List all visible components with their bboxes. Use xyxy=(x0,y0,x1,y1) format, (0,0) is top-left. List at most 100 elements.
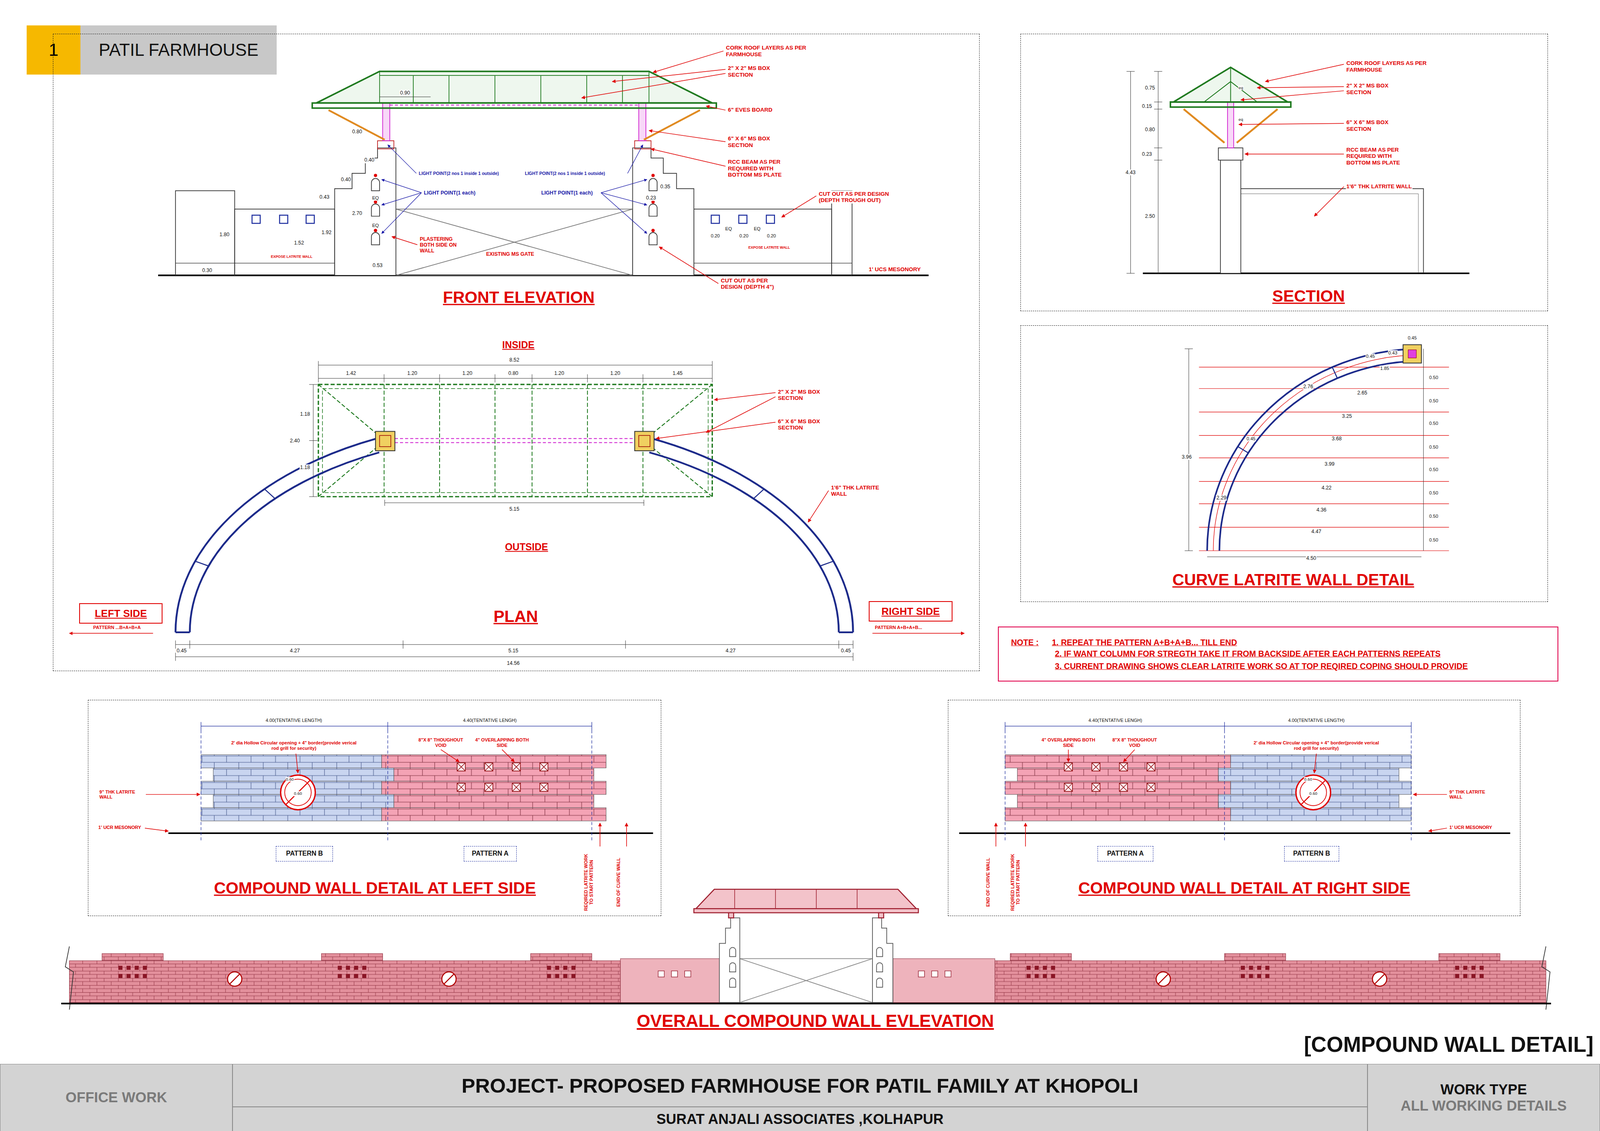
dimension-text: 14.56 xyxy=(506,660,521,667)
dimension-text: 1.85 xyxy=(1380,365,1390,372)
annotation-text: 2' dia Hollow Circular opening + 4" bord… xyxy=(229,740,358,752)
dimension-text: 1.52 xyxy=(293,240,305,246)
dimension-text: 3.25 xyxy=(1341,413,1353,420)
dimension-text: 4.36 xyxy=(1316,507,1328,513)
dimension-text: 0.80 xyxy=(351,128,363,135)
dimension-text: 0.60 xyxy=(293,791,303,797)
annotation-text: 2" X 2" MS BOX SECTION xyxy=(1345,82,1400,96)
dimension-text: 3.68 xyxy=(1331,435,1343,442)
annotation-text: 1'6" THK LATRITE WALL xyxy=(830,484,888,498)
dimension-text: 4.43 xyxy=(1125,169,1137,176)
annotation-text: 6" X 6" MS BOX SECTION xyxy=(1345,119,1400,133)
dimension-text: 0.80 xyxy=(507,370,519,377)
annotation-text: EQ xyxy=(753,225,761,232)
annotation-text: 4" OVERLAPPING BOTH SIDE xyxy=(472,737,531,748)
dimension-text: 0.50 xyxy=(1428,444,1439,450)
annotation-text: EXPOSE LATRITE WALL xyxy=(270,255,313,260)
annotation-text: 4.00(TENTATIVE LENGTH) xyxy=(1287,717,1345,724)
sheet-title: [COMPOUND WALL DETAIL] xyxy=(1303,1032,1594,1058)
dimension-text: 1.20 xyxy=(610,370,621,377)
annotation-text: CORK ROOF LAYERS AS PER FARMHOUSE xyxy=(725,44,820,58)
dimension-text: 0.50 xyxy=(1428,513,1439,520)
dimension-text: 0.45 xyxy=(840,647,852,654)
annotation-text: EQ xyxy=(371,195,380,201)
dimension-text: 4.50 xyxy=(1305,555,1317,562)
node-text: OFFICE WORK xyxy=(65,1089,168,1106)
dimension-text: 4.47 xyxy=(1310,528,1322,535)
dimension-text: 0.40 xyxy=(364,157,375,163)
annotation-text: CORK ROOF LAYERS AS PER FARMHOUSE xyxy=(1345,60,1441,73)
title-block-cell: OFFICE WORK xyxy=(0,1064,233,1131)
drawing-panel: COMPOUND WALL DETAIL AT RIGHT SIDE PATTER… xyxy=(947,700,1521,917)
dimension-text: 0.60 xyxy=(1303,777,1313,782)
dimension-text: 0.20 xyxy=(710,232,720,239)
pattern-tag: PATTERN B xyxy=(275,846,333,862)
dimension-text: 0.15 xyxy=(1141,103,1153,110)
dimension-text: 0.50 xyxy=(1428,490,1439,496)
node-text: 3. CURRENT DRAWING SHOWS CLEAR LATRITE W… xyxy=(1055,661,1468,671)
dimension-text: 2.70 xyxy=(351,210,363,217)
dimension-text: 0.50 xyxy=(1428,420,1439,427)
dimension-text: 0.43 xyxy=(319,194,330,200)
dimension-text: 1.80 xyxy=(219,231,230,238)
node-text: 1 xyxy=(48,40,59,60)
node-text: PATTERN B xyxy=(1293,850,1331,858)
annotation-text: 9" THK LATRITE WALL xyxy=(99,789,146,800)
annotation-text: 6" EVES BOARD xyxy=(727,107,773,114)
title-block-cell: SURAT ANJALI ASSOCIATES ,KOLHAPUR xyxy=(232,1107,1368,1131)
annotation-text: REQIRED LATRITE WORK TO START PATTERN xyxy=(1010,853,1021,912)
annotation-text: 4.40(TENTATIVE LENGH) xyxy=(462,717,518,724)
annotation-text: eq xyxy=(1238,85,1244,90)
annotation-text: 4.00(TENTATIVE LENGTH) xyxy=(265,717,323,724)
dimension-text: 0.45 xyxy=(1365,353,1375,359)
dimension-text: 5.15 xyxy=(507,647,519,654)
annotation-text: 4" OVERLAPPING BOTH SIDE xyxy=(1039,737,1098,748)
dimension-text: 5.15 xyxy=(508,506,520,513)
title-block-cell: WORK TYPEALL WORKING DETAILS xyxy=(1367,1064,1600,1131)
dimension-text: 0.20 xyxy=(739,232,749,239)
annotation-text: INSIDE xyxy=(501,339,535,351)
annotation-text: OVERALL COMPOUND WALL EVLEVATION xyxy=(636,1011,995,1032)
dimension-text: 0.50 xyxy=(1428,537,1439,543)
annotation-text: OUTSIDE xyxy=(504,541,549,553)
dimension-text: 1.42 xyxy=(345,370,357,377)
dimension-text: 1.20 xyxy=(406,370,418,377)
annotation-text: RCC BEAM AS PER REQUIRED WITH BOTTOM MS … xyxy=(1345,146,1410,166)
panel-title: COMPOUND WALL DETAIL AT RIGHT SIDE xyxy=(1078,878,1410,898)
dimension-text: 4.22 xyxy=(1321,485,1333,491)
dimension-text: 0.90 xyxy=(399,90,411,96)
dimension-text: 0.45 xyxy=(176,647,188,654)
drawing-panel: CURVE LATRITE WALL DETAIL xyxy=(1020,325,1548,603)
node-text: PATTERN A xyxy=(1107,850,1144,858)
node-text: 2. IF WANT COLUMN FOR STREGTH TAKE IT FR… xyxy=(1055,649,1441,659)
dimension-text: 8.52 xyxy=(508,357,520,363)
node-text: 1. REPEAT THE PATTERN A+B+A+B... TILL EN… xyxy=(1051,637,1237,648)
dimension-text: 0.50 xyxy=(1428,398,1439,404)
annotation-text: 1' UCR MESONORY xyxy=(1449,825,1493,831)
annotation-text: EXISTING MS GATE xyxy=(485,251,535,258)
node-text: NOTE : xyxy=(1010,637,1039,648)
annotation-text: LIGHT POINT(2 nos 1 inside 1 outside) xyxy=(418,170,500,176)
annotation-text: REQIRED LATRITE WORK TO START PATTERN xyxy=(583,853,594,912)
dimension-text: 0.60 xyxy=(1308,791,1318,797)
annotation-text: 2" X 2" MS BOX SECTION xyxy=(777,388,835,402)
note-box: NOTE : 1. REPEAT THE PATTERN A+B+A+B... T… xyxy=(997,626,1558,682)
sheet-name-tag: PATIL FARMHOUSE xyxy=(80,25,277,75)
annotation-text: PLASTERING BOTH SIDE ON WALL xyxy=(419,236,468,254)
annotation-text: 2" X 2" MS BOX SECTION xyxy=(727,65,782,78)
dimension-text: 2.50 xyxy=(1144,213,1156,220)
drawing-panel: COMPOUND WALL DETAIL AT LEFT SIDEPATTERN… xyxy=(87,700,662,917)
dimension-text: 1.92 xyxy=(321,229,333,236)
annotation-text: EXPOSE LATRITE WALL xyxy=(747,245,791,250)
dimension-text: 1.45 xyxy=(672,370,683,377)
node-text: RIGHT SIDE xyxy=(881,605,940,618)
dimension-text: 3.96 xyxy=(1181,454,1193,460)
node-text: ALL WORKING DETAILS xyxy=(1400,1097,1567,1115)
node-text: PATIL FARMHOUSE xyxy=(98,40,259,60)
dimension-text: 0.80 xyxy=(1144,126,1156,133)
dimension-text: 0.35 xyxy=(660,183,671,190)
dimension-text: 2.76 xyxy=(1302,383,1314,390)
dimension-text: 4.27 xyxy=(289,647,301,654)
annotation-text: LIGHT POINT(2 nos 1 inside 1 outside) xyxy=(524,170,606,176)
